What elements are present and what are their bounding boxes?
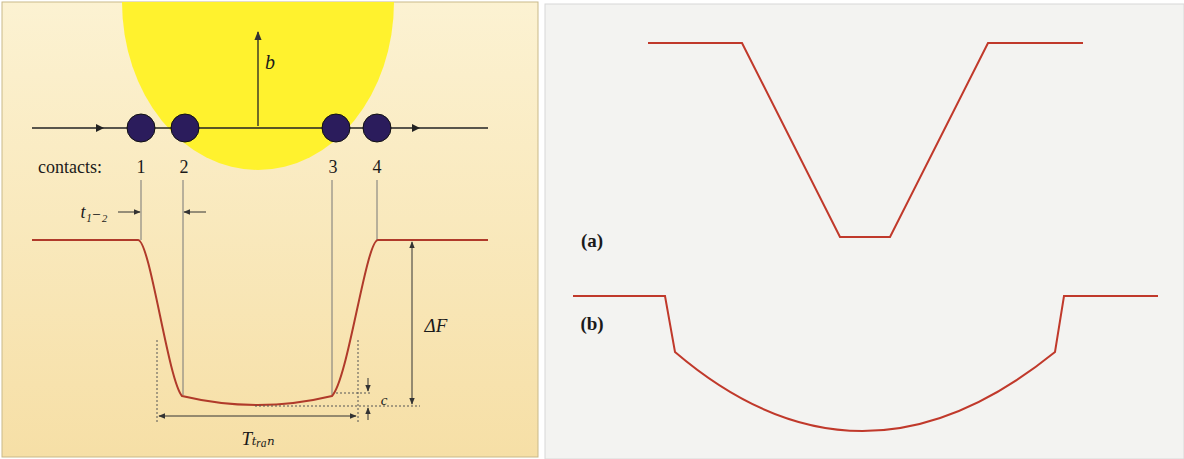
callout-number: 2	[180, 158, 189, 176]
dimension-label: c	[381, 393, 388, 408]
star-disk	[122, 2, 394, 170]
light-curve	[648, 43, 1083, 237]
row-label: contacts:	[38, 158, 102, 176]
guide-line	[358, 340, 359, 422]
planet-disk	[363, 114, 391, 142]
panel-background	[545, 4, 1184, 459]
contact-line	[183, 180, 184, 395]
duration-arrow	[118, 212, 140, 213]
direction-arrow	[96, 124, 104, 132]
callout-number: 3	[329, 158, 338, 176]
duration-arrow	[184, 212, 206, 213]
dimension-label: Tₜᵣₐₙ	[241, 429, 274, 448]
contact-line	[141, 180, 142, 240]
duration-arrow	[159, 416, 356, 417]
dimension-label: ΔF	[425, 316, 448, 335]
planet-disk	[171, 114, 199, 142]
guide-line	[255, 406, 420, 407]
dimension-label: b	[265, 52, 275, 72]
guide-line	[336, 393, 372, 394]
callout-number: 1	[137, 158, 146, 176]
guide-line	[157, 340, 158, 422]
panel-background	[2, 2, 538, 457]
callout-number: 4	[373, 158, 382, 176]
contact-line	[377, 180, 378, 240]
contact-line	[332, 180, 333, 395]
depth-arrow	[368, 408, 369, 420]
planet-disk	[127, 114, 155, 142]
planet-disk	[322, 114, 350, 142]
depth-arrow	[412, 242, 413, 404]
panel-label: (b)	[580, 314, 603, 333]
panel-label: (a)	[581, 231, 603, 250]
light-curve	[32, 240, 488, 405]
dimension-label: t₁₋₂	[80, 203, 107, 221]
light-curve	[573, 296, 1158, 431]
direction-arrow	[412, 124, 420, 132]
impact-parameter-arrow	[257, 32, 258, 126]
depth-arrow	[368, 378, 369, 391]
